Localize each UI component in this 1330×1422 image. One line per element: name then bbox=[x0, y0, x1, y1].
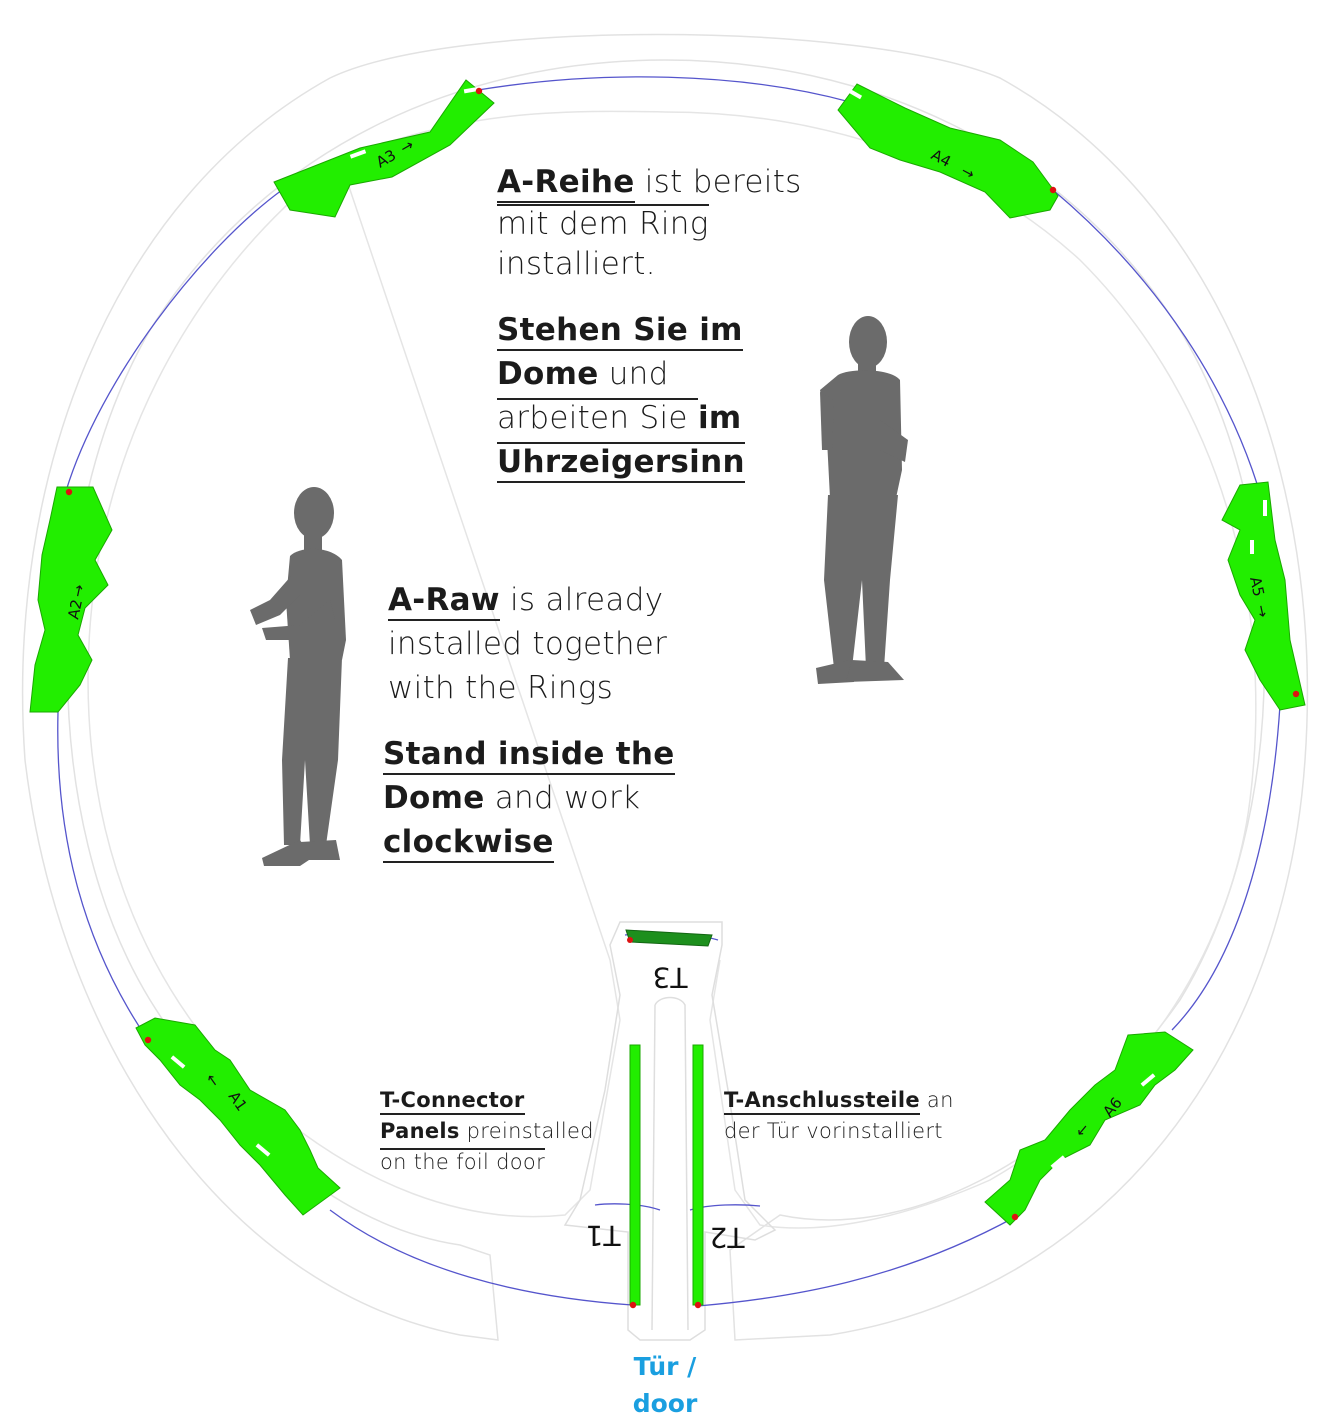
german-line4: Stehen Sie im bbox=[497, 308, 857, 352]
german-line3: installiert. bbox=[497, 246, 656, 282]
panel-a2: A2 → bbox=[29, 486, 113, 713]
panel-a5: A5 → bbox=[1221, 481, 1306, 711]
german-line2: mit dem Ring bbox=[497, 204, 709, 242]
panel-label-t1: T1 bbox=[586, 1219, 622, 1252]
german-line1: A-Reihe ist bereits bbox=[497, 160, 857, 204]
panel-label-a2: A2 bbox=[64, 598, 86, 621]
panel-t3: T3 bbox=[625, 929, 713, 994]
german-instructions-top: A-Reihe ist bereits mit dem Ring install… bbox=[497, 160, 857, 284]
door-label-line2: door bbox=[632, 1389, 698, 1418]
door-label-line1: Tür / bbox=[633, 1352, 697, 1381]
english-instructions-top: A-Raw is already installed together with… bbox=[388, 578, 748, 710]
person-silhouette-right bbox=[816, 316, 908, 684]
t-connector-de-line1: T-Anschlussteile an bbox=[724, 1085, 1024, 1116]
panel-label-a5: A5 bbox=[1246, 575, 1268, 598]
german-line6: arbeiten Sie im bbox=[497, 398, 742, 436]
panel-a6: A6 ← bbox=[984, 1031, 1194, 1226]
t-connector-en-line2: Panels preinstalled bbox=[380, 1119, 594, 1143]
english-line4: Stand inside the bbox=[383, 732, 743, 776]
t-connector-en-line1: T-Connector bbox=[380, 1085, 640, 1116]
panel-label-t2: T2 bbox=[710, 1221, 746, 1254]
person-silhouette-left bbox=[250, 487, 346, 866]
panel-a4: A4 → bbox=[837, 83, 1059, 219]
t-connector-de-line2: der Tür vorinstalliert bbox=[724, 1119, 943, 1143]
english-line3: with the Rings bbox=[388, 670, 614, 706]
blue-ring bbox=[57, 76, 1281, 1307]
door-frame-outline bbox=[563, 921, 777, 1341]
t-connector-note-de: T-Anschlussteile an der Tür vorinstallie… bbox=[724, 1085, 1024, 1147]
panel-t2: T2 bbox=[692, 1044, 746, 1309]
english-line2: installed together bbox=[388, 626, 668, 662]
panel-a1: A1 ← bbox=[135, 1017, 341, 1216]
svg-text:→: → bbox=[1252, 603, 1272, 619]
german-instructions-bottom: Stehen Sie im Dome und arbeiten Sie im U… bbox=[497, 308, 857, 484]
english-line1: A-Raw is already bbox=[388, 578, 748, 622]
panel-t1: T1 bbox=[586, 1044, 641, 1309]
t-connector-en-line3: on the foil door bbox=[380, 1148, 546, 1174]
english-instructions-bottom: Stand inside the Dome and work clockwise bbox=[383, 732, 743, 864]
panel-a3: A3 → bbox=[273, 79, 495, 218]
german-line5: Dome und bbox=[497, 356, 669, 392]
german-line7: Uhrzeigersinn bbox=[497, 440, 857, 484]
panel-label-t3: T3 bbox=[653, 961, 689, 994]
door-label: Tür / door bbox=[600, 1348, 730, 1422]
t-connector-note-en: T-Connector Panels preinstalled on the f… bbox=[380, 1085, 640, 1178]
english-line5: Dome and work bbox=[383, 780, 641, 816]
svg-text:→: → bbox=[68, 583, 88, 599]
english-line6: clockwise bbox=[383, 820, 743, 864]
